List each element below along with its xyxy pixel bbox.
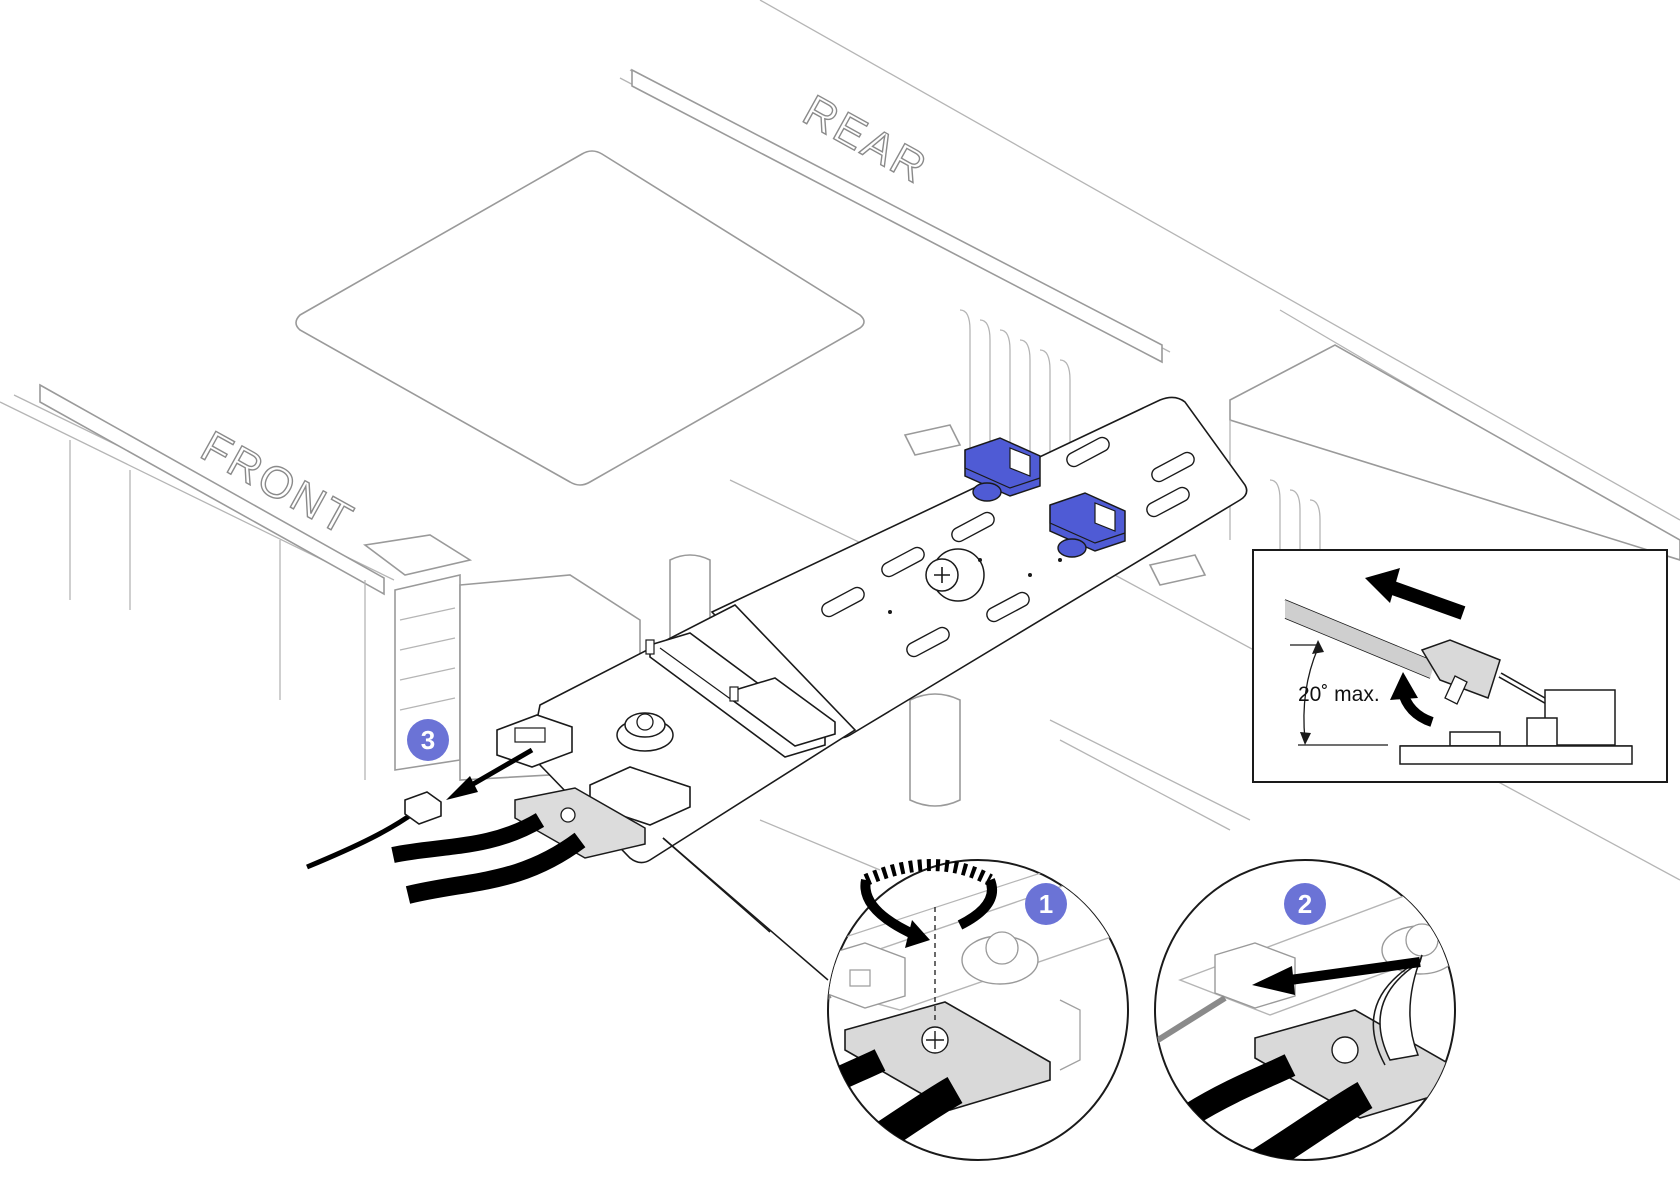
angle-label: 20˚ max.: [1298, 683, 1380, 706]
m2-retainer-latch-2[interactable]: [1049, 492, 1126, 558]
tilt-arrow: [1390, 672, 1434, 727]
m2-backplane: [710, 396, 1248, 739]
step-2-badge: 2: [1284, 883, 1326, 925]
m2-retainer-latch[interactable]: [964, 437, 1041, 502]
chassis-label-plate: [295, 150, 865, 486]
step-3-badge: 3: [407, 719, 449, 761]
signal-cables: [391, 813, 586, 904]
angle-inset: 20˚ max.: [1252, 549, 1668, 783]
svg-text:1: 1: [1039, 889, 1053, 919]
slide-bracket-arrow: [1252, 957, 1421, 995]
pull-arrow: [1365, 568, 1466, 620]
loosen-screw-arrow: [860, 859, 997, 948]
svg-text:2: 2: [1298, 889, 1312, 919]
detail-circle-step-2: 2: [1154, 859, 1456, 1161]
step-3-arrow: [446, 747, 534, 800]
signal-cable-bracket[interactable]: [514, 787, 646, 859]
step-1-badge: 1: [1025, 883, 1067, 925]
detail-circle-step-1: 1: [827, 859, 1129, 1161]
power-cable: [306, 791, 442, 870]
tray-screw-icon: [925, 548, 985, 602]
tray-slots: [821, 436, 1195, 658]
svg-text:3: 3: [421, 725, 435, 755]
board-screw-icon: [616, 712, 674, 752]
heatsink-fins: [959, 309, 1321, 620]
